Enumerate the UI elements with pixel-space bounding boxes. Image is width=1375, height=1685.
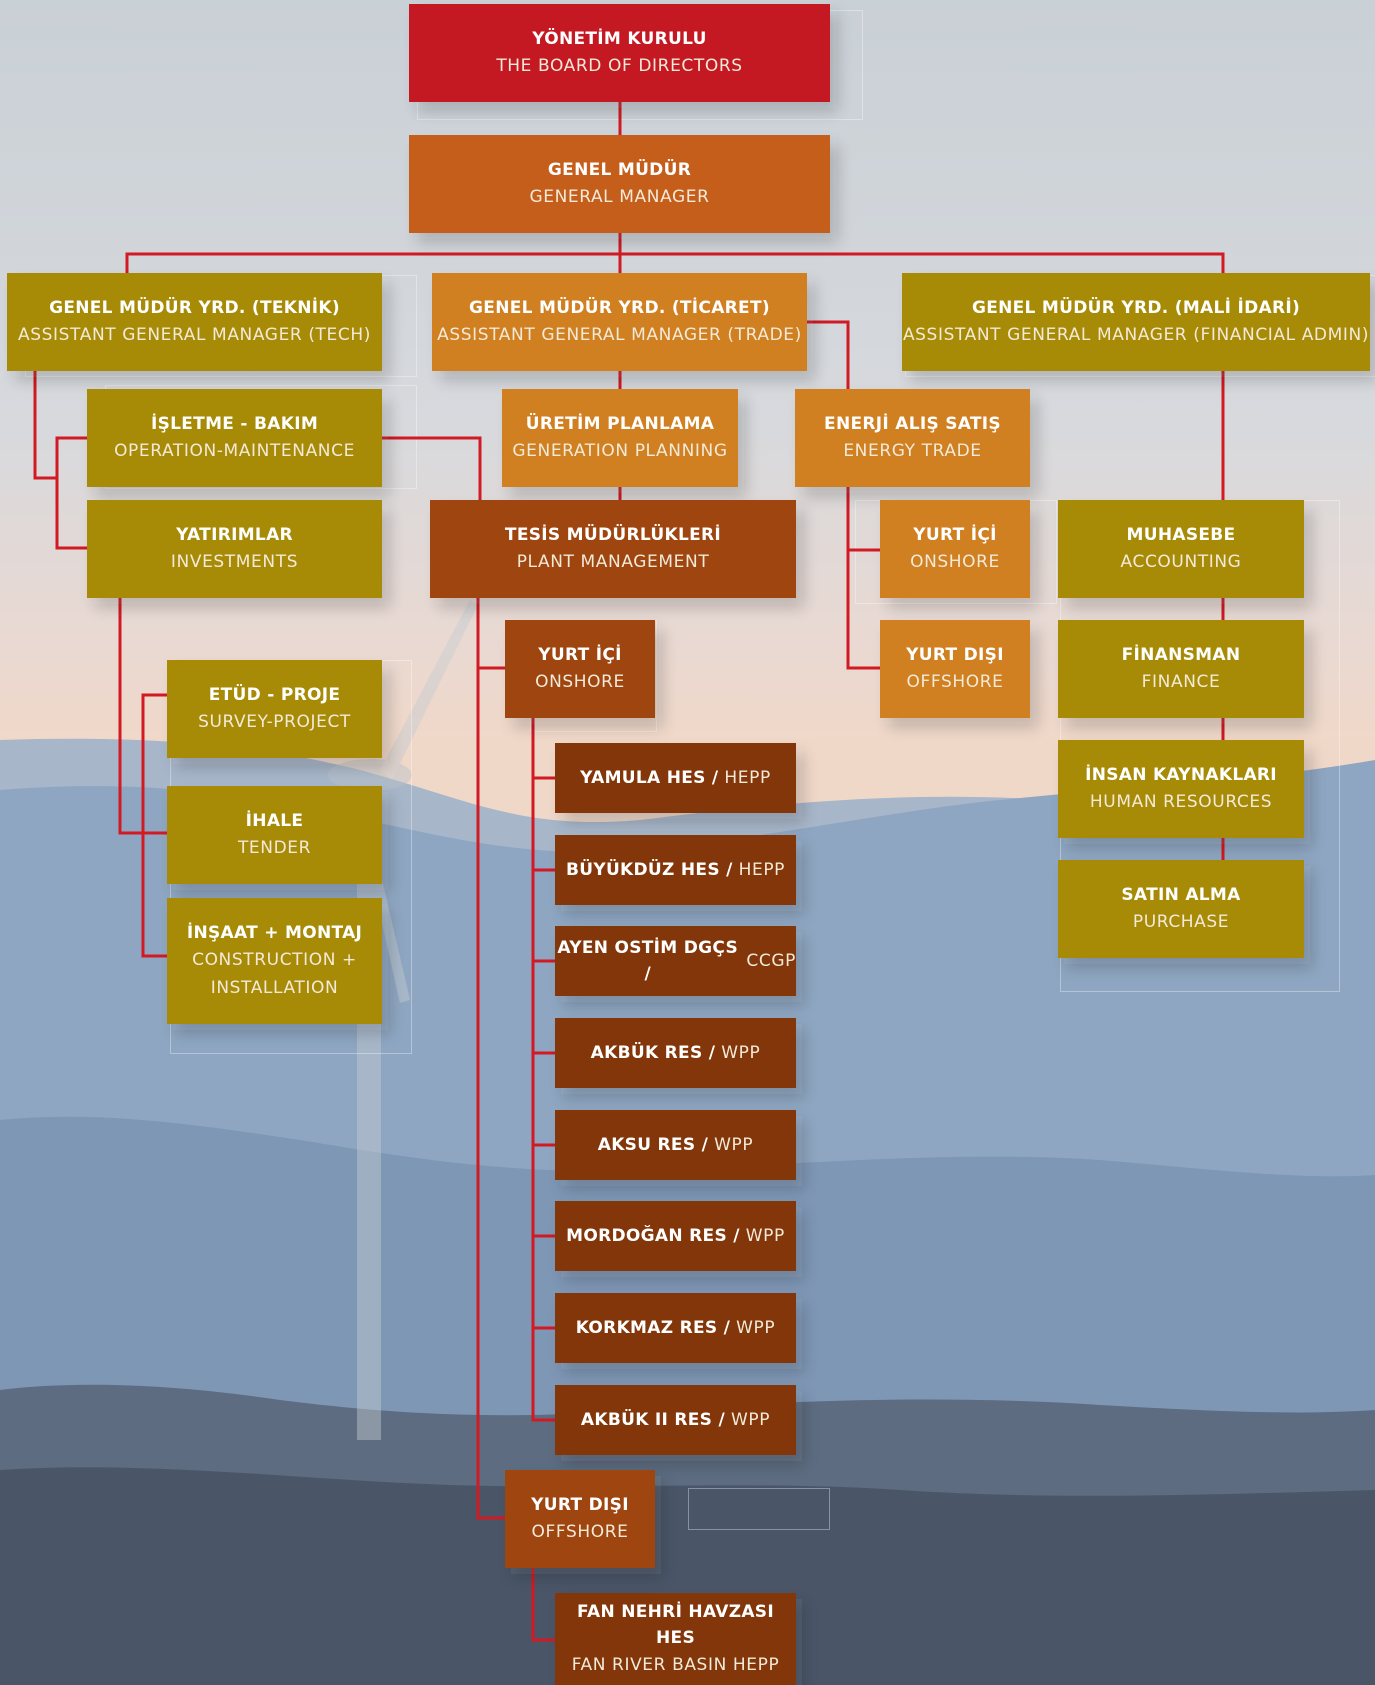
plant-unit-type: WPP [721,1043,761,1063]
energy-trade-box: ENERJİ ALIŞ SATIŞ ENERGY TRADE [795,389,1030,487]
plant-offshore-en: OFFSHORE [531,1522,629,1542]
plant-unit-type: WPP [745,1226,785,1246]
energy-offshore-tr: YURT DIŞI [906,645,1004,665]
plant-onshore-en: ONSHORE [535,672,625,692]
agm-trade-box: GENEL MÜDÜR YRD. (TİCARET) ASSISTANT GEN… [432,273,807,371]
human-resources-box: İNSAN KAYNAKLARI HUMAN RESOURCES [1058,740,1304,838]
agm-financial-box: GENEL MÜDÜR YRD. (MALİ İDARİ) ASSISTANT … [902,273,1370,371]
energy-onshore-box: YURT İÇİ ONSHORE [880,500,1030,598]
energy-offshore-box: YURT DIŞI OFFSHORE [880,620,1030,718]
plant-unit-box: MORDOĞAN RES / WPP [555,1201,796,1271]
tender-box: İHALE TENDER [167,786,382,884]
operation-maintenance-box: İŞLETME - BAKIM OPERATION-MAINTENANCE [87,389,382,487]
plant-unit-type: WPP [730,1410,771,1430]
general-manager-box: GENEL MÜDÜR GENERAL MANAGER [409,135,830,233]
plant-unit-box: KORKMAZ RES / WPP [555,1293,796,1363]
energy-en: ENERGY TRADE [843,441,982,461]
accounting-en: ACCOUNTING [1120,552,1242,572]
investments-en: INVESTMENTS [170,552,299,572]
finance-en: FINANCE [1141,672,1221,692]
hr-en: HUMAN RESOURCES [1089,792,1273,812]
plant-unit-type: CCGP [746,951,796,971]
survey-tr: ETÜD - PROJE [208,685,341,705]
survey-en: SURVEY-PROJECT [198,712,351,732]
plant-offshore-tr: YURT DIŞI [531,1495,629,1515]
plant-unit-type: HEPP [724,768,771,788]
generation-en: GENERATION PLANNING [512,441,728,461]
plant-offshore-box: YURT DIŞI OFFSHORE [505,1470,655,1568]
accounting-tr: MUHASEBE [1126,525,1236,545]
purchase-box: SATIN ALMA PURCHASE [1058,860,1304,958]
investments-tr: YATIRIMLAR [176,525,293,545]
operation-en: OPERATION-MAINTENANCE [114,441,355,461]
plant-unit-name: KORKMAZ RES / [575,1318,731,1338]
purchase-tr: SATIN ALMA [1121,885,1241,905]
investments-box: YATIRIMLAR INVESTMENTS [87,500,382,598]
board-title-en: THE BOARD OF DIRECTORS [496,56,743,76]
plant-unit-type: HEPP [738,860,786,880]
accounting-box: MUHASEBE ACCOUNTING [1058,500,1304,598]
plant-tr: TESİS MÜDÜRLÜKLERİ [504,525,722,545]
agm-tech-tr: GENEL MÜDÜR YRD. (TEKNİK) [49,298,340,318]
energy-onshore-en: ONSHORE [910,552,1000,572]
agm-tech-box: GENEL MÜDÜR YRD. (TEKNİK) ASSISTANT GENE… [7,273,382,371]
plant-unit-box: BÜYÜKDÜZ HES / HEPP [555,835,796,905]
plant-unit-type: WPP [736,1318,776,1338]
agm-tech-en: ASSISTANT GENERAL MANAGER (TECH) [18,325,371,345]
plant-unit-name: BÜYÜKDÜZ HES / [565,860,733,880]
purchase-en: PURCHASE [1132,912,1230,932]
agm-trade-en: ASSISTANT GENERAL MANAGER (TRADE) [437,325,802,345]
generation-tr: ÜRETİM PLANLAMA [525,414,715,434]
plant-unit-box: AKBÜK RES / WPP [555,1018,796,1088]
tender-en: TENDER [237,838,312,858]
energy-onshore-tr: YURT İÇİ [913,525,997,545]
agm-fin-tr: GENEL MÜDÜR YRD. (MALİ İDARİ) [971,298,1301,318]
fan-en: FAN RIVER BASIN HEPP [571,1655,780,1675]
construction-installation-box: İNŞAAT + MONTAJ CONSTRUCTION + INSTALLAT… [167,898,382,1024]
plant-unit-name: AKBÜK RES / [590,1043,716,1063]
plant-onshore-box: YURT İÇİ ONSHORE [505,620,655,718]
gm-title-tr: GENEL MÜDÜR [547,160,692,180]
fan-tr: FAN NEHRİ HAVZASI HES [577,1602,774,1648]
generation-planning-box: ÜRETİM PLANLAMA GENERATION PLANNING [502,389,738,487]
plant-unit-name: YAMULA HES / [580,768,719,788]
hr-tr: İNSAN KAYNAKLARI [1085,765,1277,785]
agm-fin-en: ASSISTANT GENERAL MANAGER (FINANCIAL ADM… [902,325,1370,345]
plant-unit-box: AYEN OSTİM DGÇS / CCGP [555,926,796,996]
plant-unit-name: MORDOĞAN RES / [566,1226,740,1246]
operation-tr: İŞLETME - BAKIM [150,414,319,434]
survey-project-box: ETÜD - PROJE SURVEY-PROJECT [167,660,382,758]
board-title-tr: YÖNETİM KURULU [532,29,707,49]
plant-unit-box: AKBÜK II RES / WPP [555,1385,796,1455]
plant-unit-name: AYEN OSTİM DGÇS / [557,938,739,984]
plant-unit-box: AKSU RES / WPP [555,1110,796,1180]
plant-unit-name: AKBÜK II RES / [580,1410,725,1430]
plant-unit-name: AKSU RES / [597,1135,709,1155]
plant-unit-box: YAMULA HES / HEPP [555,743,796,813]
finance-box: FİNANSMAN FINANCE [1058,620,1304,718]
gm-title-en: GENERAL MANAGER [529,187,710,207]
finance-tr: FİNANSMAN [1121,645,1241,665]
plant-en: PLANT MANAGEMENT [516,552,710,572]
decor-outline [688,1488,830,1530]
plant-unit-type: WPP [714,1135,754,1155]
construction-en: CONSTRUCTION + [192,950,357,970]
construction-tr: İNŞAAT + MONTAJ [186,923,363,943]
plant-management-box: TESİS MÜDÜRLÜKLERİ PLANT MANAGEMENT [430,500,796,598]
energy-offshore-en: OFFSHORE [906,672,1004,692]
energy-tr: ENERJİ ALIŞ SATIŞ [824,414,1001,434]
board-of-directors-box: YÖNETİM KURULU THE BOARD OF DIRECTORS [409,4,830,102]
fan-river-basin-box: FAN NEHRİ HAVZASI HES FAN RIVER BASIN HE… [555,1593,796,1685]
tender-tr: İHALE [245,811,304,831]
agm-trade-tr: GENEL MÜDÜR YRD. (TİCARET) [469,298,770,318]
plant-onshore-tr: YURT İÇİ [538,645,622,665]
construction-en-line2: INSTALLATION [210,978,339,998]
